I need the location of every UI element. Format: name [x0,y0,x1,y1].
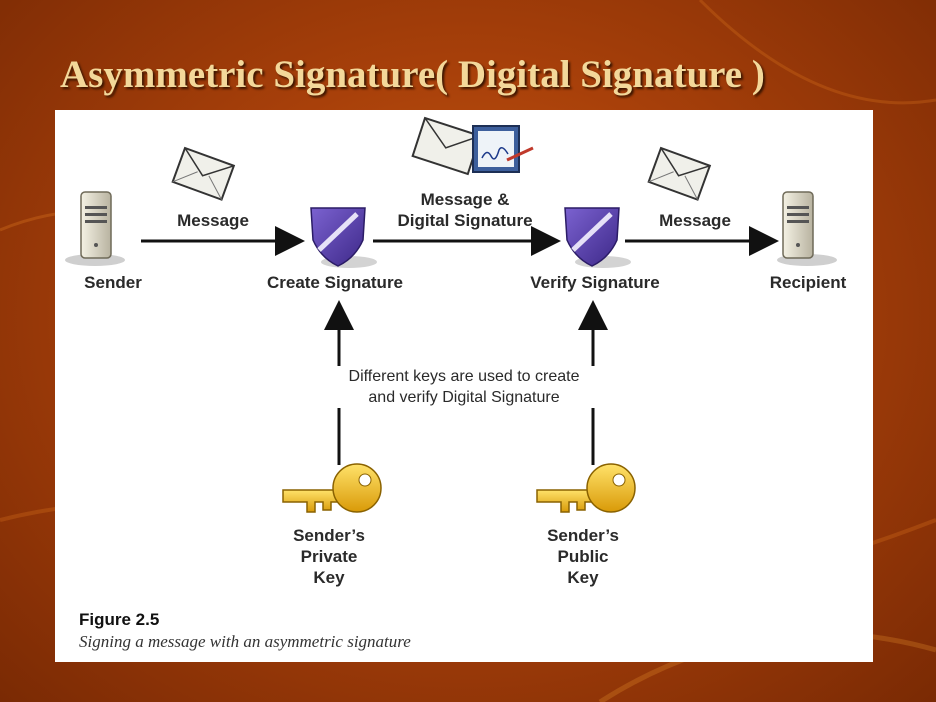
sender-label: Sender [84,273,142,292]
public-key-label-line3: Key [567,568,599,587]
slide-title: Asymmetric Signature( Digital Signature … [60,53,765,96]
message-envelope-icon [647,146,712,201]
create-signature-shield-icon [310,207,377,268]
public-key-label-line2: Public [557,547,609,566]
public-key-icon [536,463,636,513]
keys-note-line1: Different keys are used to create [348,368,580,385]
message-and-signature-label-line2: Digital Signature [397,211,533,230]
private-key-label-line3: Key [313,568,345,587]
verify-signature-shield-icon [564,207,631,268]
recipient-label: Recipient [769,273,847,292]
diagram-panel: Sender Create Signature Verify Signature… [55,110,873,662]
recipient-server-icon [777,191,837,266]
figure-caption: Signing a message with an asymmetric sig… [79,632,411,651]
message-label: Message [177,211,249,230]
public-key-label-line1: Sender’s [547,526,619,545]
private-key-label-line2: Private [300,547,358,566]
create-signature-label: Create Signature [266,273,404,292]
sender-server-icon [65,191,125,266]
keys-note: Different keys are used to create and ve… [309,366,619,408]
private-key-icon [282,463,382,513]
private-key-label-line1: Sender’s [293,526,365,545]
diagram-graphics [65,116,837,513]
message-envelope-icon [171,146,236,201]
verify-signature-label: Verify Signature [530,273,660,292]
message-label: Message [659,211,731,230]
figure-number: Figure 2.5 [79,610,160,629]
public-key-label: Sender’s Public Key [523,525,643,588]
keys-note-line2: and verify Digital Signature [368,389,560,406]
private-key-label: Sender’s Private Key [269,525,389,588]
signed-message-icon [411,116,534,176]
message-and-signature-label-line1: Message & [420,190,510,209]
